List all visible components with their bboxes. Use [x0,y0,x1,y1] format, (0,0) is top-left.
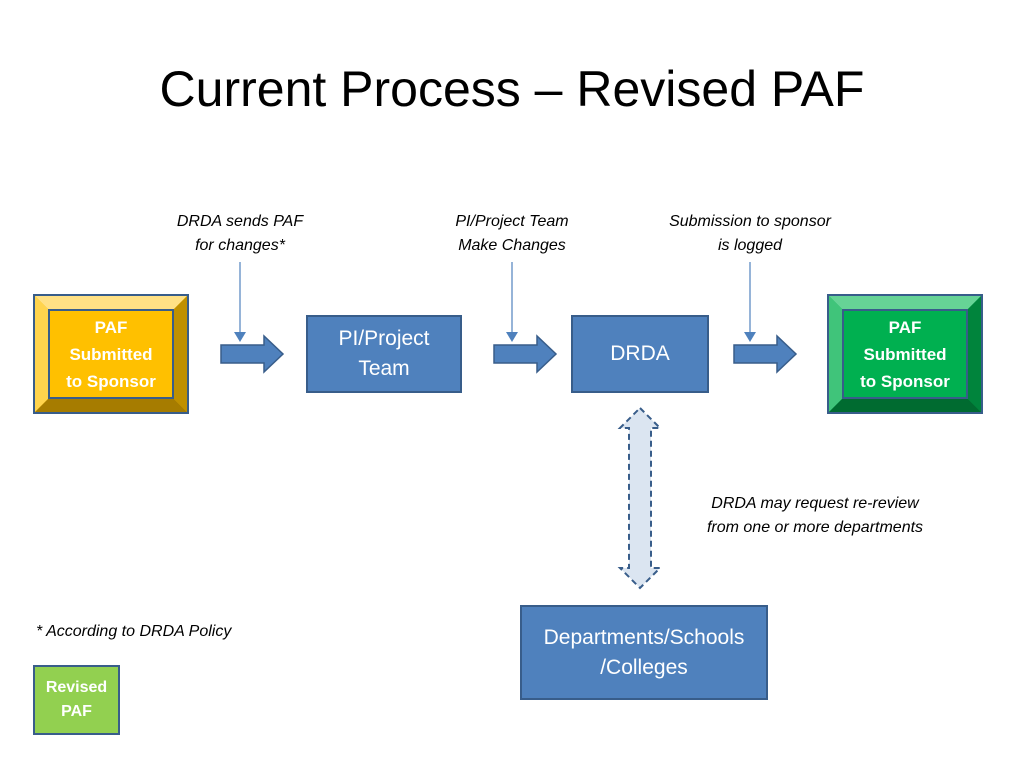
legend-revised-paf: Revised PAF [33,665,120,735]
flow-arrow-3 [733,334,798,374]
note-policy: * According to DRDA Policy [36,623,232,640]
flow-arrow-2 [493,334,558,374]
note-pi-team-make-changes: PI/Project Team Make Changes [455,213,569,254]
slide-title: Current Process – Revised PAF [159,61,865,117]
bevel-frame-start [33,294,189,414]
node-paf-submitted-start: PAF Submitted to Sponsor [66,317,156,391]
note-submission-logged: Submission to sponsor is logged [669,213,831,254]
pointer-head-submission [744,332,756,342]
pointer-head-drda-sends [234,332,246,342]
node-departments: Departments/Schools /Colleges [520,605,768,700]
pointer-head-pi-changes [506,332,518,342]
bevel-frame-end [827,294,983,414]
dashed-double-arrow [617,406,663,590]
note-drda-sends-paf: DRDA sends PAF for changes* [176,213,304,254]
node-paf-submitted-end: PAF Submitted to Sponsor [860,317,950,391]
flow-arrow-1 [220,334,285,374]
note-re-review: DRDA may request re-review from one or m… [706,495,924,536]
node-pi-project-team: PI/Project Team [306,315,462,393]
node-drda: DRDA [571,315,709,393]
